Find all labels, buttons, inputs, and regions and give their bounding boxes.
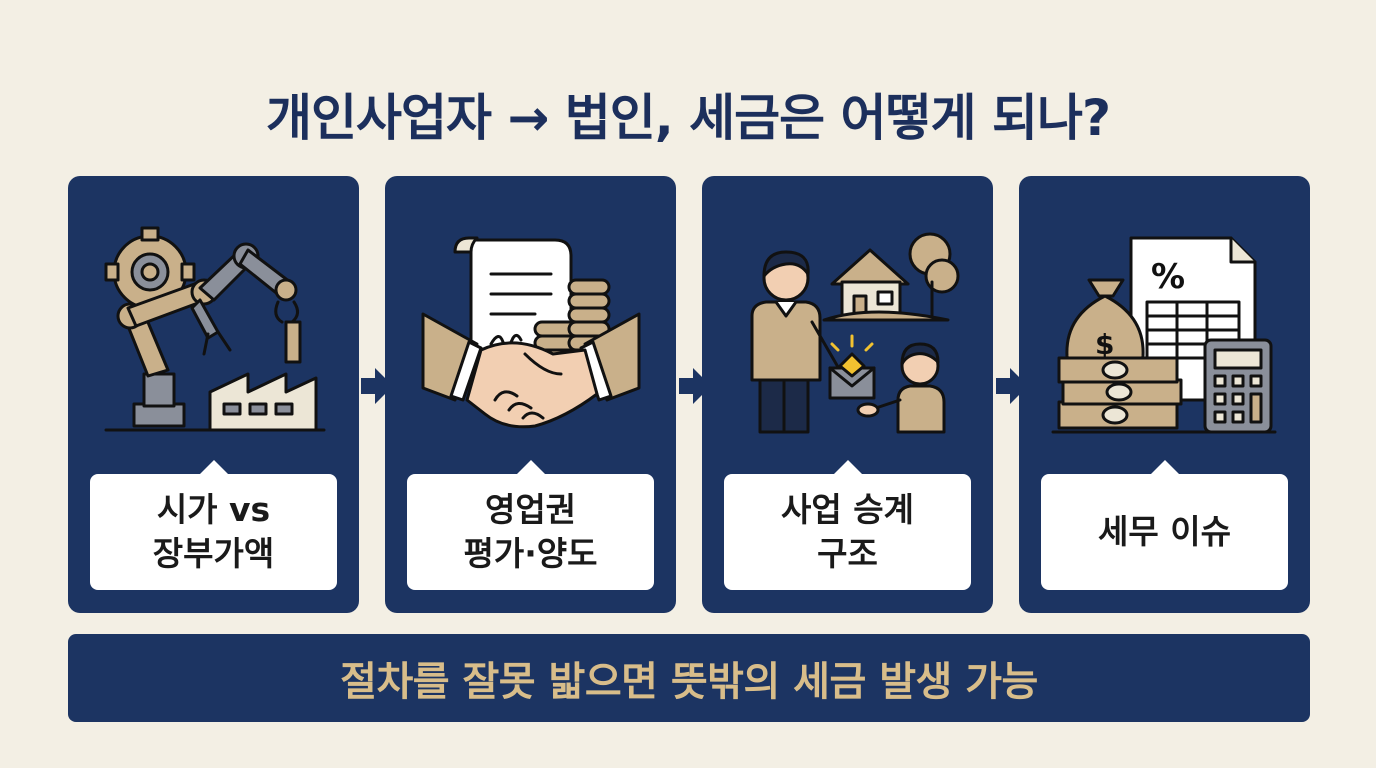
card-label-box: 세무 이슈 [1041, 460, 1288, 590]
card-label-box: 시가 vs 장부가액 [90, 460, 337, 590]
card-tax-issues: % $ [1019, 176, 1310, 613]
card-goodwill-valuation: 영업권 평가·양도 [385, 176, 676, 613]
svg-text:$: $ [1095, 328, 1114, 361]
card-label-box: 영업권 평가·양도 [407, 460, 654, 590]
card-label-line: 세무 이슈 [1098, 512, 1231, 551]
arrow-right-icon [996, 368, 1028, 404]
handshake-contract-icon [421, 236, 641, 429]
card-label-line: 시가 vs [156, 490, 271, 529]
card-label-box: 사업 승계 구조 [724, 460, 971, 590]
warning-banner: 절차를 잘못 밟으면 뜻밖의 세금 발생 가능 [68, 634, 1310, 722]
arrow-right-icon [679, 368, 711, 404]
svg-text:%: % [1151, 257, 1185, 297]
card-market-vs-book-value: 시가 vs 장부가액 [68, 176, 359, 613]
card-label-line: 구조 [817, 534, 878, 573]
warning-banner-text: 절차를 잘못 밟으면 뜻밖의 세금 발생 가능 [340, 659, 1038, 705]
card-label-line: 영업권 [484, 490, 577, 529]
card-label-line: 장부가액 [152, 534, 275, 573]
card-label-line: 평가·양도 [463, 534, 598, 573]
page-title: 개인사업자 → 법인, 세금은 어떻게 되나? [266, 89, 1111, 147]
tax-calculator-icon: % $ [1051, 236, 1277, 434]
card-business-succession: 사업 승계 구조 [702, 176, 993, 613]
business-succession-icon [750, 232, 960, 434]
factory-robot-arm-icon [104, 226, 326, 432]
card-label-line: 사업 승계 [781, 490, 914, 529]
arrow-right-icon [361, 368, 393, 404]
